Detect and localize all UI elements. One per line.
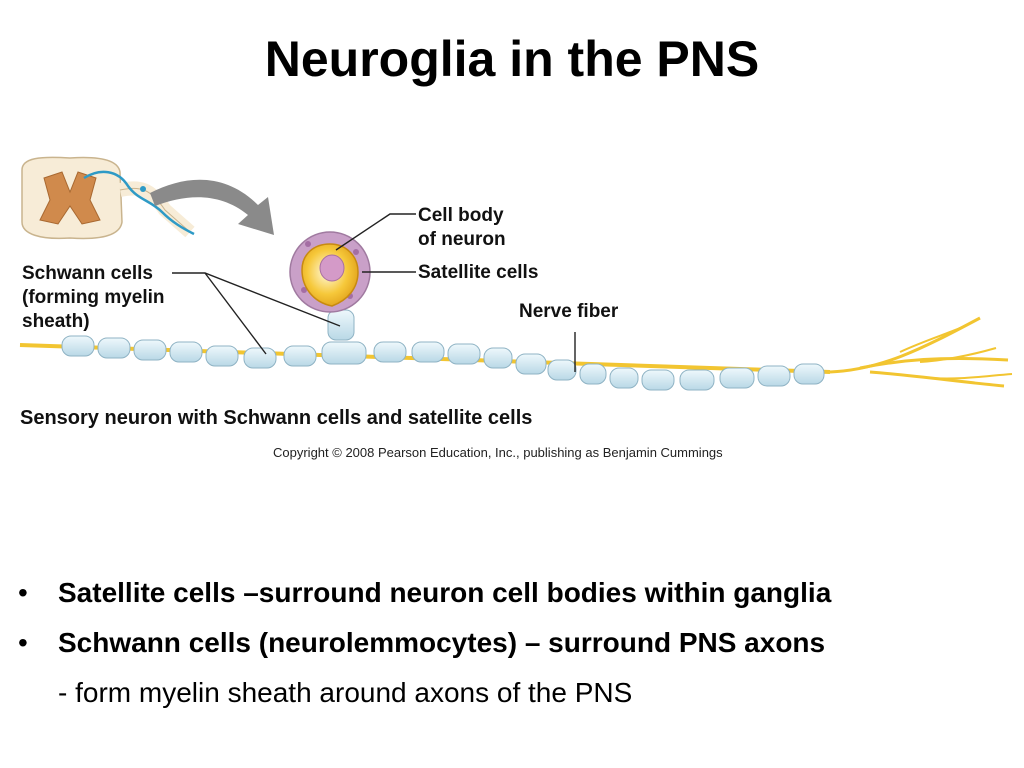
bullet-text: Satellite cells –surround neuron cell bo… bbox=[58, 577, 832, 608]
schwann-cell bbox=[373, 341, 407, 363]
bullet-item: • Schwann cells (neurolemmocytes) – surr… bbox=[18, 618, 1018, 668]
schwann-cell bbox=[283, 345, 317, 367]
schwann-cell bbox=[411, 341, 445, 363]
bullet-list: • Satellite cells –surround neuron cell … bbox=[18, 568, 1018, 718]
bullet-marker: • bbox=[18, 577, 28, 608]
schwann-cell bbox=[169, 341, 203, 363]
slide-title: Neuroglia in the PNS bbox=[264, 31, 760, 87]
schwann-cell bbox=[205, 345, 239, 367]
label-schwann-line1: Schwann cells bbox=[22, 263, 153, 284]
label-cell-body-line2: of neuron bbox=[418, 229, 506, 250]
figure-caption: Sensory neuron with Schwann cells and sa… bbox=[20, 407, 532, 429]
schwann-cell bbox=[757, 365, 791, 387]
schwann-cell bbox=[483, 347, 513, 369]
schwann-cell bbox=[547, 359, 577, 381]
bullet-item: • Satellite cells –surround neuron cell … bbox=[18, 568, 1018, 618]
label-cell-body-line1: Cell body bbox=[418, 205, 504, 226]
copyright-line: Copyright © 2008 Pearson Education, Inc.… bbox=[273, 445, 723, 460]
nucleus bbox=[319, 254, 345, 282]
sub-point: - form myelin sheath around axons of the… bbox=[58, 677, 633, 708]
label-satellite-cells: Satellite cells bbox=[418, 262, 538, 283]
schwann-cells bbox=[61, 309, 825, 391]
schwann-cell bbox=[133, 339, 167, 361]
schwann-cell bbox=[243, 347, 277, 369]
cell-body-group bbox=[289, 231, 371, 313]
schwann-cell bbox=[641, 369, 675, 391]
schwann-cell bbox=[679, 369, 715, 391]
zoom-arrow bbox=[150, 179, 274, 235]
schwann-cell bbox=[719, 367, 755, 389]
schwann-cell bbox=[97, 337, 131, 359]
bullet-text: Schwann cells (neurolemmocytes) – surrou… bbox=[58, 627, 826, 658]
schwann-cell bbox=[579, 363, 607, 385]
spinal-cord-section bbox=[21, 156, 195, 240]
sensory-nerve-path bbox=[83, 170, 195, 236]
schwann-cell bbox=[447, 343, 481, 365]
bullet-marker: • bbox=[18, 627, 28, 658]
label-schwann-line3: sheath) bbox=[22, 311, 90, 332]
schwann-cell bbox=[515, 353, 547, 375]
schwann-cell bbox=[793, 363, 825, 385]
neuron-diagram: Cell body of neuron Satellite cells Nerv… bbox=[19, 156, 1013, 460]
label-schwann-line2: (forming myelin bbox=[22, 287, 165, 308]
axon bbox=[19, 316, 1013, 388]
schwann-cell-stalk bbox=[327, 309, 355, 341]
label-nerve-fiber: Nerve fiber bbox=[519, 301, 619, 322]
schwann-cell bbox=[61, 335, 95, 357]
gray-matter bbox=[39, 171, 101, 225]
schwann-cell bbox=[609, 367, 639, 389]
schwann-cell bbox=[321, 341, 367, 365]
leader-lines bbox=[172, 213, 576, 372]
